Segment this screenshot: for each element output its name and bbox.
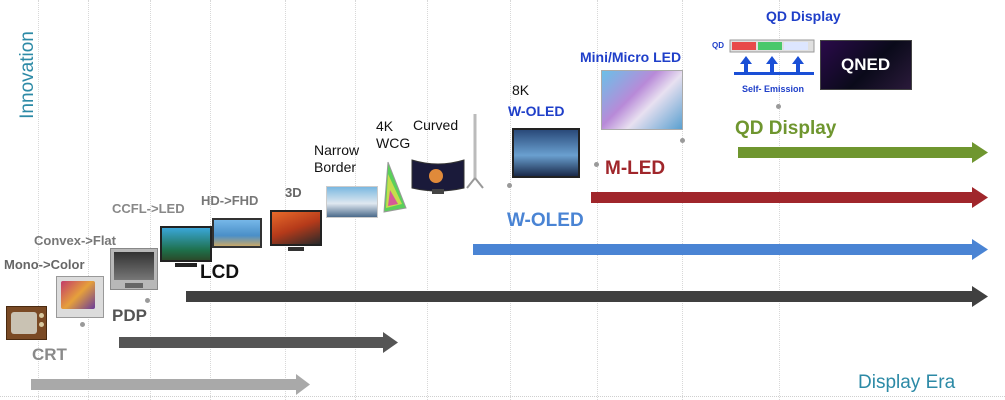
milestone-border: Border (314, 159, 357, 175)
timeline-dot (80, 322, 85, 327)
timeline-dot (680, 138, 685, 143)
color-crt-tv-image (56, 276, 104, 318)
milestone-3d: 3D (285, 185, 302, 200)
self-emission-label: Self- Emission (742, 84, 805, 94)
crt-tv-image (6, 306, 47, 340)
hd-tv-image (212, 218, 262, 248)
guide-line (88, 0, 89, 400)
narrow-border-tv-image (326, 186, 378, 218)
x-axis-line (0, 396, 1005, 397)
milestone-mono-color: Mono->Color (4, 257, 85, 272)
qned-tv-image: QNED (820, 40, 912, 90)
era-label-crt: CRT (32, 345, 67, 364)
timeline-dot (776, 104, 781, 109)
timeline-dot (594, 162, 599, 167)
milestone-woled: W-OLED (508, 103, 565, 119)
qd-label: QD (712, 41, 724, 50)
era-label-qd: QD Display (735, 118, 837, 139)
pdp-tv-image (110, 248, 158, 290)
milestone-qd-display: QD Display (766, 8, 841, 24)
3d-tv-image (270, 210, 322, 246)
era-label-mled: M-LED (605, 158, 666, 179)
milestone-ccfl-led: CCFL->LED (112, 201, 185, 216)
milestone-convex-flat: Convex->Flat (34, 233, 116, 248)
qd-arrow (738, 142, 988, 163)
milestone-8k: 8K (512, 82, 530, 98)
timeline-dot (145, 298, 150, 303)
era-label-woled: W-OLED (507, 210, 584, 231)
era-label-lcd: LCD (200, 262, 240, 283)
milestone-mini-micro-led: Mini/Micro LED (580, 49, 682, 65)
mled-arrow (591, 187, 988, 208)
woled-arrow (473, 239, 988, 260)
mini-micro-led-image (601, 70, 683, 130)
lcd-stand (175, 263, 197, 267)
guide-line (38, 0, 39, 400)
guide-line (285, 0, 286, 400)
milestone-4k: 4K (376, 118, 394, 134)
oled-side-tv-image (464, 112, 486, 190)
milestone-wcg: WCG (376, 135, 411, 151)
timeline-dot (507, 183, 512, 188)
wcg-gamut-image (382, 160, 410, 216)
pdp-arrow (119, 332, 398, 353)
milestone-hd-fhd: HD->FHD (201, 193, 259, 208)
qned-logo-text: QNED (841, 55, 891, 74)
guide-line (210, 0, 211, 400)
milestone-narrow: Narrow (314, 142, 360, 158)
milestone-curved: Curved (413, 117, 459, 133)
lcd-tv-image (160, 226, 212, 262)
qd-structure-image (710, 38, 816, 94)
3d-tv-stand (288, 247, 304, 251)
guide-line (510, 0, 511, 400)
guide-line (427, 0, 428, 400)
guide-line (150, 0, 151, 400)
era-label-pdp: PDP (112, 306, 147, 325)
x-axis-label: Display Era (858, 372, 956, 393)
crt-arrow (31, 374, 310, 395)
lcd-arrow (186, 286, 988, 307)
curved-tv-image (410, 156, 466, 196)
8k-woled-tv-image (512, 128, 580, 178)
